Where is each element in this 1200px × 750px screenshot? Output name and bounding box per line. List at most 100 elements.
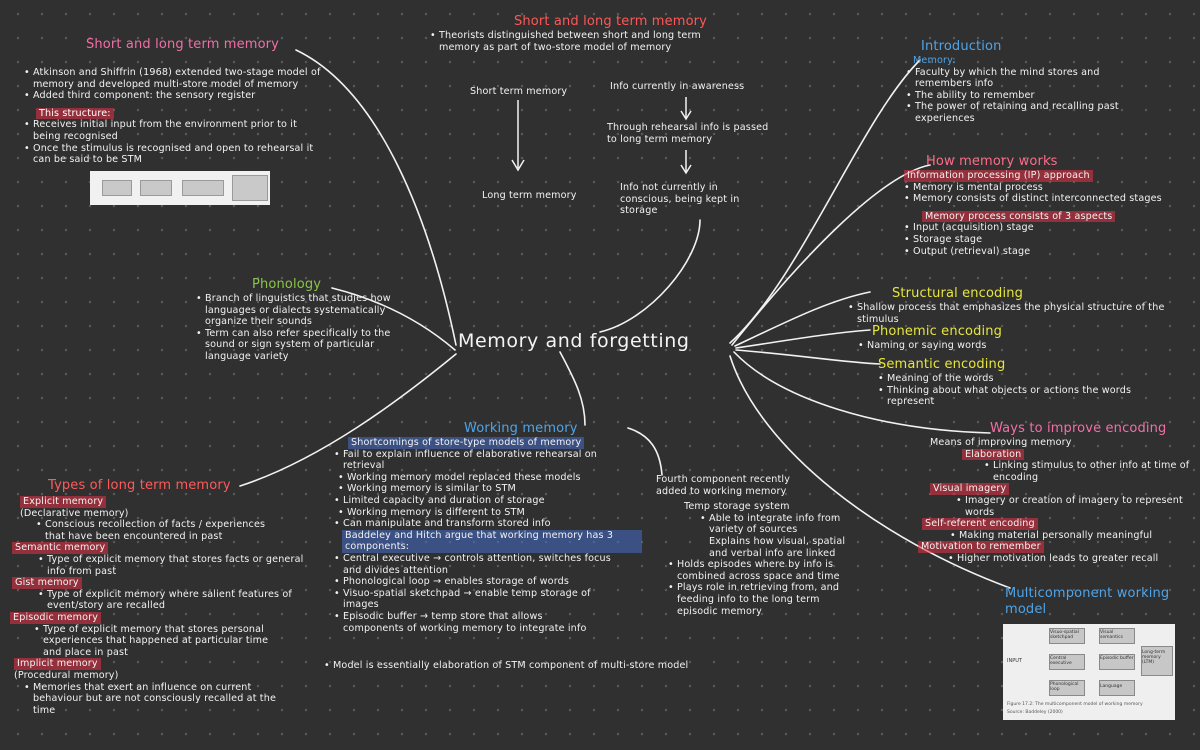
process-item: Output (retrieval) stage [904,246,1194,258]
long-term-label[interactable]: Long term memory [482,190,577,201]
semantic-enc-item: Meaning of the words [878,373,1158,385]
fourth-item: Plays role in retrieving from, and feedi… [668,582,847,617]
model-note-text: Model is essentially elaboration of STM … [324,660,704,672]
motivation-label: Motivation to remember [918,541,1044,553]
phonemic-item: Naming or saying words [858,340,1058,352]
component-item: Phonological loop → enables storage of w… [334,576,613,588]
semantic-enc-block: Semantic encoding Meaning of the words T… [878,357,1158,408]
fig2-lang: Language [1100,684,1123,689]
working-line-item: Limited capacity and duration of storage [334,495,664,507]
component-item: Visuo-spatial sketchpad → enable temp st… [334,588,593,611]
ways-title[interactable]: Ways to improve encoding [990,421,1167,436]
semantic-label: Semantic memory [12,542,109,554]
gist-item: Type of explicit memory where salient fe… [38,589,313,612]
stm-top-title[interactable]: Short and long term memory [514,14,708,29]
phonology-title[interactable]: Phonology [252,277,322,292]
ways-intro: Means of improving memory [930,437,1072,448]
episodic-label: Episodic memory [10,611,102,624]
fourth-intro[interactable]: Fourth component recently added to worki… [656,474,791,497]
fig2-vs: Visuo-spatial sketchpad [1050,630,1079,640]
structure-label: This structure: [36,107,114,120]
info-not-label[interactable]: Info not currently in conscious, being k… [620,182,740,217]
selfref-item: Making material personally meaningful [950,530,1188,542]
structural-block: Structural encoding Shallow process that… [848,286,1178,325]
selfref-label: Self-referent encoding [922,518,1038,530]
stm-left-block: Short and long term memory Atkinson and … [24,37,354,166]
model-note: Model is essentially elaboration of STM … [324,660,704,672]
central-topic[interactable]: Memory and forgetting [458,330,690,352]
ip-item: Memory is mental process [904,182,1194,194]
process-item: Input (acquisition) stage [904,222,1194,234]
explicit-label: Explicit memory [20,496,107,508]
stm-top-item: Theorists distinguished between short an… [430,30,739,53]
introduction-label: Memory: [913,55,956,66]
link-semantic [735,349,881,365]
working-title[interactable]: Working memory [464,421,578,436]
fig2-vsem: Visual semantics [1100,630,1123,640]
short-term-label[interactable]: Short term memory [470,86,568,97]
info-awareness-label[interactable]: Info currently in awareness [610,81,745,92]
phonemic-block: Phonemic encoding Naming or saying words [858,324,1058,352]
ip-label: Information processing (IP) approach [904,170,1093,182]
fig2-pl: Phonological loop [1050,682,1079,692]
working-line: Working memory is different to STM [338,507,664,519]
link-working [559,351,586,426]
component-item: Episodic buffer → temp store that allows… [334,611,603,634]
ip-item: Memory consists of distinct interconnect… [904,193,1163,205]
structure-item: Once the stimulus is recognised and open… [24,143,323,166]
shortcomings-item: Fail to explain influence of elaborative… [334,449,603,472]
visual-label: Visual imagery [930,483,1010,495]
explicit-item: Conscious recollection of facts / experi… [36,519,285,542]
rehearsal-label[interactable]: Through rehearsal info is passed to long… [607,122,769,145]
fourth-temp: Temp storage system [684,501,790,513]
semantic-enc-item: Thinking about what objects or actions t… [878,385,1137,408]
sensory-register-figure [90,171,270,205]
process-label: Memory process consists of 3 aspects [922,210,1116,223]
link-stm-top [599,219,701,333]
introduction-item: The power of retaining and recalling pas… [906,101,1155,124]
explicit-sub: (Declarative memory) [20,507,129,519]
introduction-item: Faculty by which the mind stores and rem… [906,67,1145,90]
semantic-enc-title[interactable]: Semantic encoding [878,357,1006,372]
multicomponent-title[interactable]: Multicomponent working model [1005,586,1170,617]
visual-item: Imagery or creation of imagery to repres… [956,495,1185,518]
baddeley-label: Baddeley and Hitch argue that working me… [342,529,642,553]
elaboration-label: Elaboration [962,448,1025,461]
stm-top-block: Short and long term memory Theorists dis… [430,14,750,53]
motivation-item: Higher motivation leads to greater recal… [948,553,1188,565]
phonology-block: Phonology Branch of linguistics that stu… [196,277,396,363]
fig2-ltm: Long-term memory (LTM) [1142,650,1166,665]
multicomponent-figure: INPUT Visuo-spatial sketchpad Central ex… [1003,624,1175,720]
phonology-item: Branch of linguistics that studies how l… [196,293,396,328]
fourth-temp-item: Able to integrate info from variety of s… [700,513,859,536]
introduction-item: The ability to remember [906,90,1176,102]
structural-title[interactable]: Structural encoding [892,286,1024,301]
how-memory-block: How memory works Information processing … [904,154,1194,257]
fig2-source: Source: Baddeley (2000) [1007,710,1063,715]
how-memory-title[interactable]: How memory works [926,154,1058,169]
semantic-item: Type of explicit memory that stores fact… [38,554,307,577]
implicit-item: Memories that exert an influence on curr… [24,682,283,717]
fourth-temp-item: Explains how visual, spatial and verbal … [709,535,846,559]
working-line-item: Can manipulate and transform stored info [334,518,664,530]
link-phonemic [735,329,871,349]
stm-left-title[interactable]: Short and long term memory [86,37,280,52]
working-line: Working memory model replaced these mode… [338,472,664,484]
fig2-ce: Central executive [1050,656,1072,666]
types-title[interactable]: Types of long term memory [48,478,231,493]
stm-left-item: Atkinson and Shiffrin (1968) extended tw… [24,67,354,90]
structure-item: Receives initial input from the environm… [24,119,323,142]
introduction-title[interactable]: Introduction [921,39,1002,54]
structural-item: Shallow process that emphasizes the phys… [848,302,1177,325]
implicit-label: Implicit memory [14,658,101,670]
introduction-block: Introduction Memory: Faculty by which th… [906,39,1176,125]
gist-label: Gist memory [12,577,82,589]
phonemic-title[interactable]: Phonemic encoding [872,324,1003,339]
multicomponent-block: Multicomponent working model [1005,586,1185,618]
fourth-item: Holds episodes where by info is combined… [668,559,847,582]
fig2-eb: Episodic buffer [1100,656,1134,661]
ways-block: Ways to improve encoding Means of improv… [918,421,1189,565]
phonology-item: Term can also refer specifically to the … [196,328,396,363]
types-block: Types of long term memory Explicit memor… [10,478,313,717]
fig2-input: INPUT [1007,658,1022,664]
